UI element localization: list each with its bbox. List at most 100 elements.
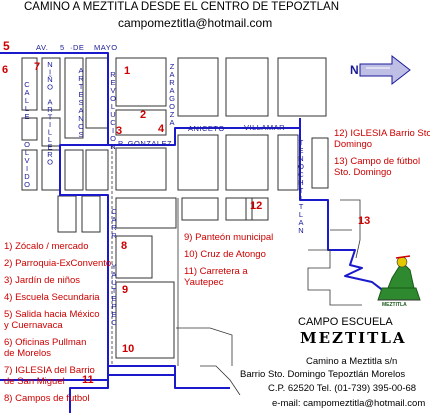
legend-item: 4) Escuela Secundaria [4, 292, 100, 303]
block [245, 197, 269, 221]
address-line: C.P. 62520 Tel. (01-739) 395-00-68 [268, 383, 417, 394]
legend-middle: 9) Panteón municipal 10) Cruz de Atongo … [184, 232, 273, 288]
map-marker-12: 12 [250, 200, 263, 212]
block [21, 149, 38, 191]
route [0, 52, 396, 413]
road-edge [200, 365, 241, 396]
street-label: 5 [60, 43, 65, 52]
block [225, 134, 269, 191]
block [225, 57, 269, 117]
block [181, 197, 219, 221]
block [41, 117, 61, 147]
school-brand: MEZTITLA [300, 329, 407, 347]
block [21, 57, 38, 111]
street-label-revolucion: REVOLUCION [108, 70, 118, 150]
legend-item: 8) Campos de futbol [4, 393, 90, 404]
road-edges [111, 146, 362, 396]
map-marker-13: 13 [358, 215, 371, 227]
legend-item: 3) Jardín de niños [4, 275, 81, 286]
route-line [59, 144, 109, 413]
map-marker-3: 3 [116, 125, 123, 137]
block [277, 57, 327, 117]
map-marker-2: 2 [140, 109, 147, 121]
block [81, 195, 101, 233]
logo-text: MEZTITLA [382, 302, 407, 308]
legend-item: 6) Oficinas Pullman [4, 337, 87, 348]
street-label-villamar: VILLAMAR [244, 123, 286, 132]
block [64, 57, 84, 139]
route-line [108, 365, 230, 389]
school-logo-icon [377, 255, 421, 301]
compass-label: N [350, 63, 359, 77]
legend-item: 13) Campo de fútbol [334, 156, 421, 167]
road-edge [340, 199, 361, 259]
map-marker-5: 5 [3, 39, 10, 53]
map-marker-8: 8 [121, 240, 128, 252]
map-marker-4: 4 [158, 123, 165, 135]
contact-email[interactable]: campomeztitla@hotmail.com [118, 16, 273, 30]
legend-item: 1) Zócalo / mercado [4, 241, 89, 252]
legend-item: 12) IGLESIA Barrio Sto. [334, 128, 430, 139]
legend-item: 5) Salida hacia México [4, 309, 100, 320]
street-label-aniceto: ANICETO [188, 124, 225, 133]
block [115, 147, 167, 191]
block [115, 235, 153, 279]
map-marker-10: 10 [122, 343, 135, 355]
road-edge [176, 327, 233, 366]
block [177, 134, 219, 191]
compass-arrow-icon [359, 54, 411, 86]
street-label-artesanos: ARTESANOS [76, 66, 86, 138]
legend-item: 9) Panteón municipal [184, 232, 274, 243]
legend-item: 10) Cruz de Atongo [184, 249, 266, 260]
map-marker-9: 9 [122, 284, 129, 296]
block [177, 57, 219, 117]
block [115, 197, 177, 229]
legend-item: Sto. Domingo [334, 167, 392, 178]
street-label-olvido: OLVIDO [22, 140, 32, 188]
block [85, 57, 109, 129]
map-marker-7: 7 [34, 61, 41, 73]
street-label: MAYO [94, 43, 118, 52]
block [115, 281, 175, 359]
street-label-calle: CALLE [22, 80, 32, 120]
address-line: Barrio Sto. Domingo Tepoztlán Morelos [240, 369, 406, 380]
street-label-yautepec: YAUTEPEC [109, 262, 119, 326]
block [311, 137, 329, 189]
map-marker-6: 6 [2, 64, 9, 76]
street-label: ·DE [70, 43, 85, 52]
legend-item: Domingo [334, 139, 373, 150]
block [225, 197, 253, 221]
legend-item: 7) IGLESIA del Barrio [4, 365, 95, 376]
street-label-zaragoza: ZARAGOZA [167, 62, 177, 126]
legend-right: 12) IGLESIA Barrio Sto. Domingo 13) Camp… [334, 128, 430, 178]
street-label: AV. [36, 43, 49, 52]
block [277, 134, 299, 191]
map-marker-1: 1 [124, 65, 131, 77]
street-label-tenochtitlan: TENOCHTITLAN [296, 138, 306, 234]
legend-item: de Morelos [4, 348, 51, 359]
street-label-p-gonzalez: P. GONZALEZ [118, 139, 173, 148]
contact-email-bottom[interactable]: e-mail: campomeztitla@hotmail.com [272, 398, 426, 409]
block [85, 149, 109, 191]
block [21, 117, 38, 141]
legend-item: 11) Carretera a [184, 266, 248, 277]
road-edge [307, 249, 362, 306]
legend-item: de San Miguel [4, 376, 65, 387]
school-label: CAMPO ESCUELA [298, 316, 393, 328]
legend-item: 2) Parroquia-ExConvento [4, 258, 112, 269]
block [115, 57, 167, 107]
block [115, 109, 167, 136]
address-line: Camino a Meztitla s/n [306, 356, 398, 367]
map-marker-11: 11 [82, 374, 94, 386]
block [57, 195, 77, 233]
map-title: CAMINO A MEZTITLA DESDE EL CENTRO DE TEP… [24, 1, 340, 13]
legend-item: y Cuernavaca [4, 320, 63, 331]
route-line [0, 52, 396, 293]
block [41, 57, 61, 111]
street-label-carr: CARR [109, 207, 119, 239]
street-label-nino-artillero: NIÑO ARTILLERO [45, 60, 55, 165]
legend-item: Yautepec [184, 277, 224, 288]
block [64, 149, 84, 191]
